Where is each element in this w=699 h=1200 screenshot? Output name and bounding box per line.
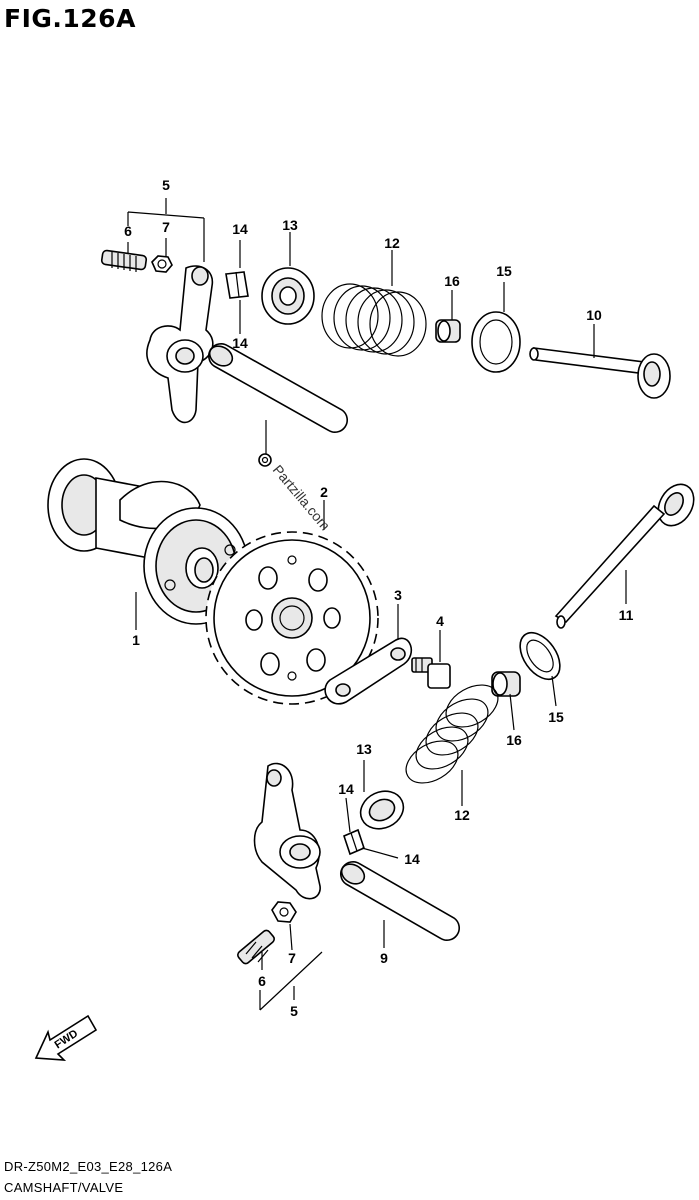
callout-16-bottom: 16 <box>506 732 522 748</box>
lower-stem-seal <box>491 671 521 697</box>
lower-spring-seat <box>519 632 561 680</box>
callout-15-top: 15 <box>496 263 512 279</box>
lower-valve-cotters <box>343 828 365 856</box>
callout-6-top: 6 <box>124 223 132 239</box>
intake-valve <box>554 483 695 629</box>
callout-5-bottom: 5 <box>290 1003 298 1019</box>
upper-valve-spring <box>321 283 427 357</box>
callout-7-bottom: 7 <box>288 950 296 966</box>
callout-10: 10 <box>586 307 602 323</box>
callout-14-b: 14 <box>232 335 248 351</box>
upper-spring-clip <box>258 453 272 467</box>
callout-14-d: 14 <box>404 851 420 867</box>
upper-stem-seal <box>435 319 461 343</box>
callout-2: 2 <box>320 484 328 500</box>
upper-adjust-screw <box>100 249 148 272</box>
callout-7-top: 7 <box>162 219 170 235</box>
callout-3: 3 <box>394 587 402 603</box>
callout-14-a: 14 <box>232 221 248 237</box>
figure-title: FIG.126A <box>4 4 136 33</box>
callout-13-top: 13 <box>282 217 298 233</box>
callout-11: 11 <box>619 607 634 623</box>
upper-valve-cotters <box>225 271 249 299</box>
callout-13-bottom: 13 <box>356 741 372 757</box>
lower-rocker-shaft <box>340 861 460 941</box>
upper-locknut <box>151 255 173 273</box>
lower-rocker-arm <box>253 762 321 900</box>
upper-rocker-arm <box>146 265 214 424</box>
fwd-arrow-icon: FWD <box>34 1014 98 1061</box>
upper-rocker-shaft <box>208 343 348 433</box>
callout-12-bottom: 12 <box>454 807 470 823</box>
lower-adjust-screw <box>237 929 275 965</box>
callout-16-top: 16 <box>444 273 460 289</box>
cam-sprocket <box>205 531 379 705</box>
upper-spring-retainer <box>261 267 315 325</box>
diagram-caption: CAMSHAFT/VALVE <box>4 1180 124 1195</box>
callout-14-c: 14 <box>338 781 354 797</box>
diagram-code: DR-Z50M2_E03_E28_126A <box>4 1159 173 1174</box>
callout-15-bottom: 15 <box>548 709 564 725</box>
upper-spring-seat <box>471 311 521 373</box>
lower-spring-retainer <box>359 790 405 830</box>
callout-1: 1 <box>132 632 140 648</box>
sprocket-plate <box>324 637 413 705</box>
callout-4: 4 <box>436 613 444 629</box>
callout-12-top: 12 <box>384 235 400 251</box>
leader-lines <box>127 198 627 1011</box>
exhaust-valve <box>529 347 671 399</box>
callout-6-bottom: 6 <box>258 973 266 989</box>
lower-locknut <box>271 901 297 923</box>
sprocket-bolt <box>411 657 451 689</box>
lower-valve-spring <box>405 684 499 784</box>
callout-5-top: 5 <box>162 177 170 193</box>
callout-9: 9 <box>380 950 388 966</box>
